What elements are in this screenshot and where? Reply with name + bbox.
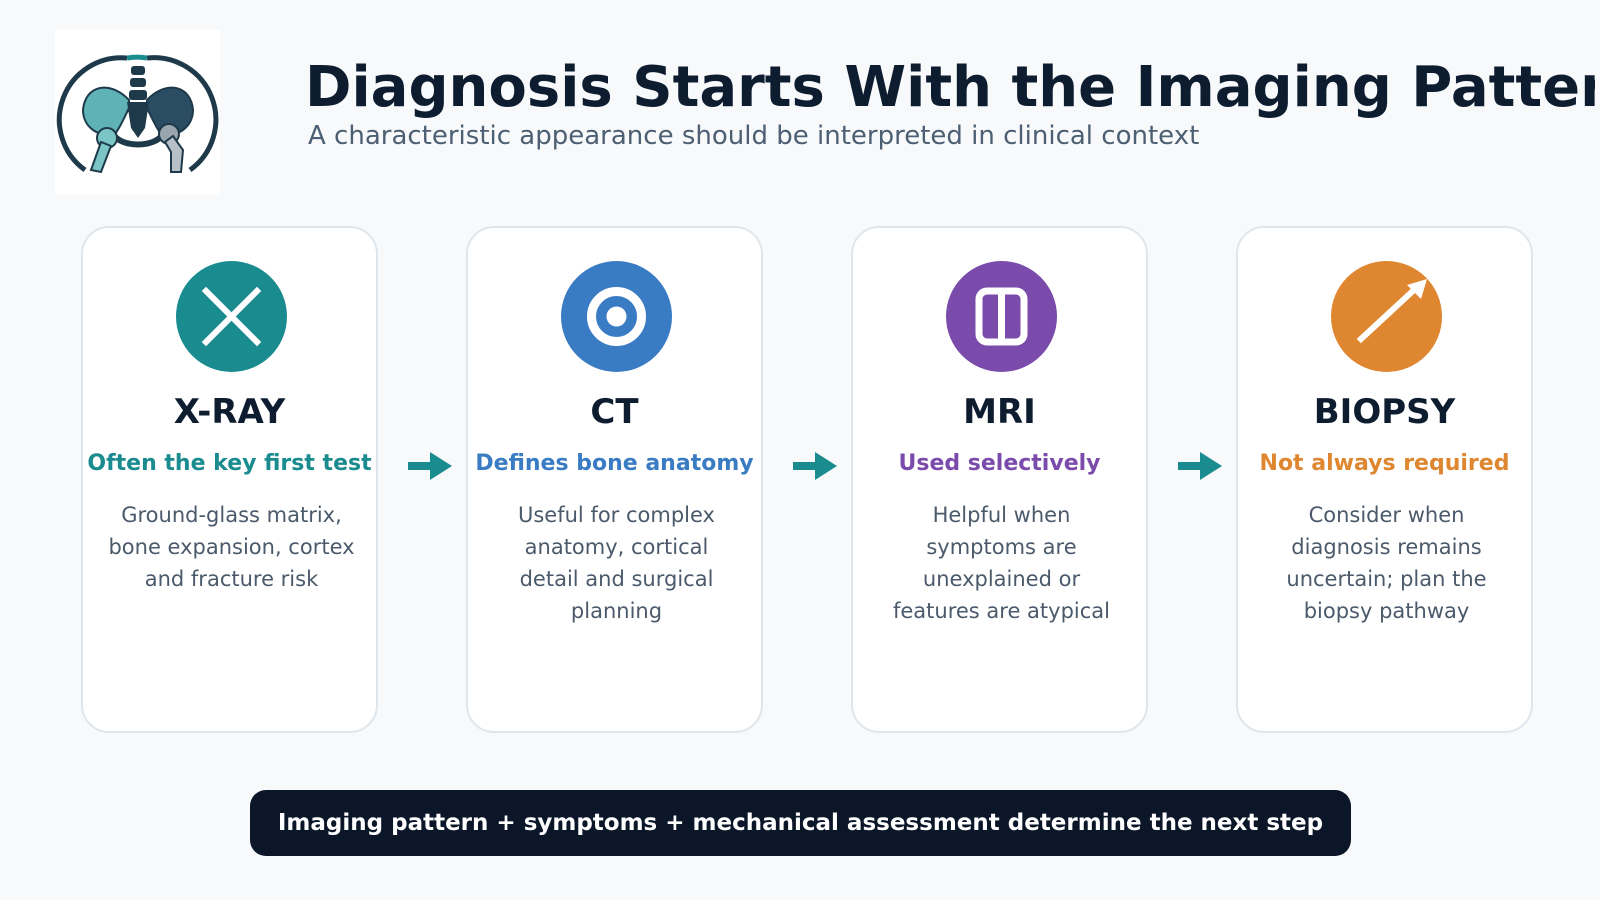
step-card-ct: CT Defines bone anatomy Useful for compl… <box>466 226 763 733</box>
step-tag: Not always required <box>1259 451 1510 476</box>
step-description: Consider when diagnosis remains uncertai… <box>1286 503 1487 623</box>
page-title: Diagnosis Starts With the Imaging Patter… <box>305 55 1595 120</box>
brand-logo <box>55 30 220 195</box>
step-description: Useful for complex anatomy, cortical det… <box>518 503 715 623</box>
target-rings-icon <box>587 287 646 346</box>
summary-banner: Imaging pattern + symptoms + mechanical … <box>250 790 1351 856</box>
step-tag: Used selectively <box>898 451 1101 476</box>
arrow-right-icon <box>793 452 837 480</box>
step-card-xray: X-RAY Often the key first test Ground-gl… <box>81 226 378 733</box>
step-description: Ground-glass matrix, bone expansion, cor… <box>108 503 355 591</box>
flow-arrow <box>408 450 452 482</box>
flow-arrow <box>1178 450 1222 482</box>
step-badge <box>1331 261 1442 372</box>
page-subtitle: A characteristic appearance should be in… <box>308 121 1200 151</box>
flow-arrow <box>793 450 837 482</box>
step-name: BIOPSY <box>1313 392 1456 432</box>
pelvis-hip-joint-logo-icon <box>56 54 219 174</box>
step-name: MRI <box>963 392 1036 432</box>
step-badge <box>946 261 1057 372</box>
step-card-mri: MRI Used selectively Helpful when sympto… <box>851 226 1148 733</box>
step-badge <box>176 261 287 372</box>
step-card-biopsy: BIOPSY Not always required Consider when… <box>1236 226 1533 733</box>
arrow-right-icon <box>408 452 452 480</box>
step-tag: Defines bone anatomy <box>475 451 754 476</box>
step-description: Helpful when symptoms are unexplained or… <box>892 503 1110 623</box>
split-rectangle-icon <box>975 287 1028 346</box>
needle-arrow-icon <box>1356 279 1427 344</box>
step-badge <box>561 261 672 372</box>
cross-icon <box>201 286 262 347</box>
step-name: CT <box>590 392 639 432</box>
step-name: X-RAY <box>173 392 286 432</box>
step-tag: Often the key first test <box>87 451 372 476</box>
arrow-right-icon <box>1178 452 1222 480</box>
